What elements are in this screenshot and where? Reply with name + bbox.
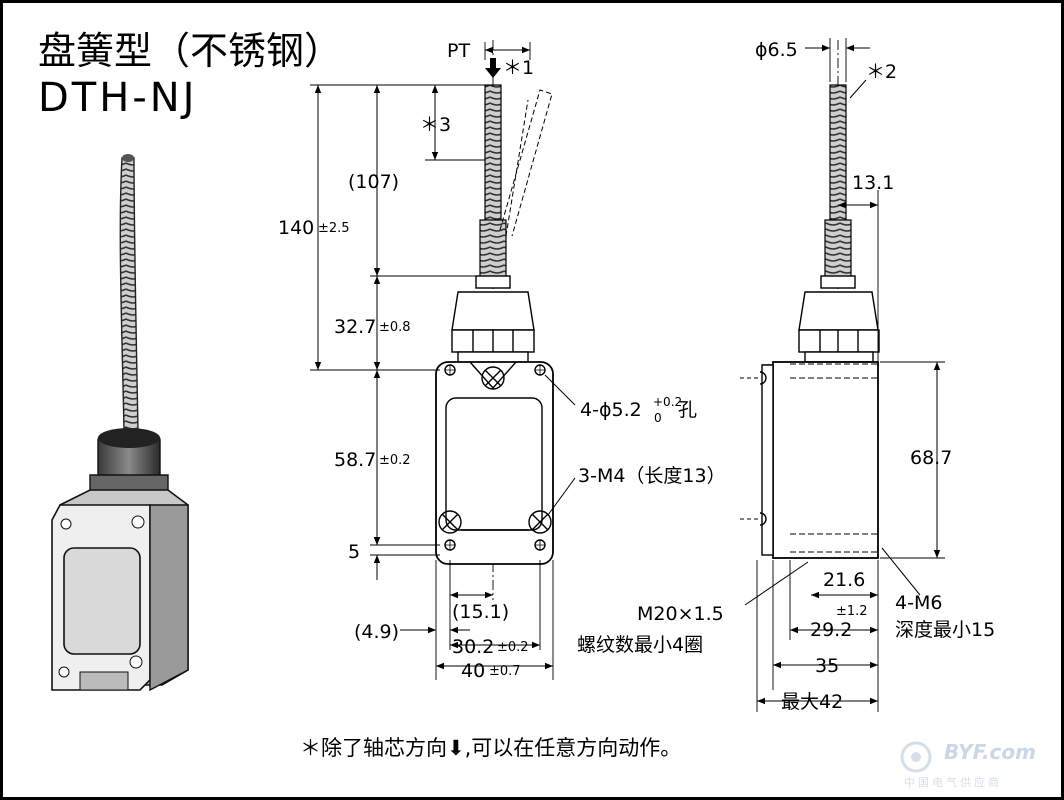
phi-6-5: ϕ6.5 [755, 39, 798, 61]
screw-label: 3-M4（长度13） [578, 465, 726, 487]
dim-42: 最大42 [781, 691, 843, 713]
watermark-logo: BYF.com 中国电气供应商 [898, 740, 1058, 796]
dim-32-7: 32.7 [334, 316, 376, 338]
tol-40: ±0.7 [489, 664, 521, 679]
dim-29-2: 29.2 [810, 619, 852, 641]
tol-32-7: ±0.8 [379, 320, 411, 335]
product-illustration [51, 154, 189, 692]
m20-thread: 螺纹数最小4圈 [577, 634, 703, 656]
hole-tol-up: +0.2 [653, 395, 682, 409]
hole-suffix: 孔 [678, 399, 697, 421]
dim-4-9: (4.9) [354, 621, 399, 643]
dim-5: 5 [348, 541, 360, 563]
dim-107: (107) [348, 171, 399, 193]
tol-1-2: ±1.2 [836, 604, 868, 619]
watermark-brand: BYF.com [944, 740, 1036, 764]
product-title: 盘簧型（不锈钢） [38, 29, 343, 73]
pt-label: PT [447, 40, 470, 62]
tol-140: ±2.5 [318, 221, 350, 236]
footnote: ＊除了轴芯方向⬇,可以在任意方向动作。 [300, 736, 682, 760]
dim-68-7: 68.7 [910, 447, 952, 469]
watermark-sub: 中国电气供应商 [904, 776, 1002, 789]
dim-21-6: 21.6 [823, 569, 865, 591]
note-star2: ＊2 [866, 61, 897, 83]
dim-58-7: 58.7 [334, 449, 376, 471]
dim-35: 35 [815, 655, 839, 677]
dim-15-1: (15.1) [452, 601, 509, 623]
tol-58-7: ±0.2 [379, 453, 411, 468]
m20-label: M20×1.5 [637, 603, 724, 625]
side-view [740, 38, 945, 712]
front-view [310, 40, 576, 680]
dim-13-1: 13.1 [852, 172, 894, 194]
dim-30-2: 30.2 [452, 636, 494, 658]
tol-30-2: ±0.2 [497, 640, 529, 655]
model-number: DTH-NJ [38, 75, 198, 121]
dim-40: 40 [461, 660, 485, 682]
watermark-icon [900, 741, 932, 773]
note-star3: ＊3 [420, 114, 451, 136]
m6-label: 4-M6 [895, 592, 942, 614]
m6-depth: 深度最小15 [895, 619, 995, 641]
dim-140: 140 [278, 217, 314, 239]
note-star1: ＊1 [503, 57, 534, 79]
hole-tol-down: 0 [654, 411, 662, 425]
hole-label: 4-ϕ5.2 [580, 399, 642, 421]
